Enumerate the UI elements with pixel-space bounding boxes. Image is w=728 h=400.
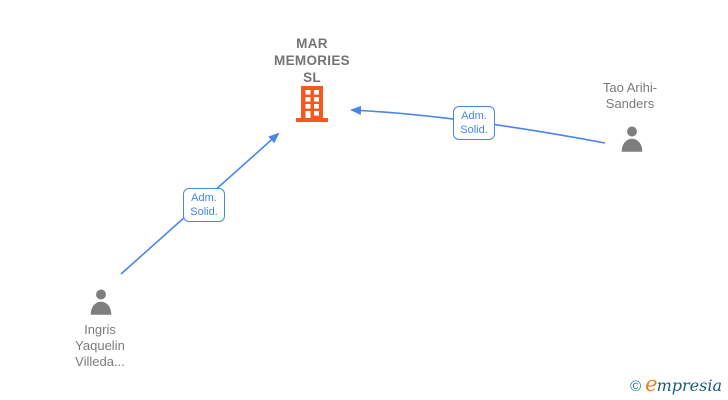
edge-label-adm-solid: Adm. Solid. [453,106,495,140]
brand-initial: e [645,372,658,396]
edge-label-adm-solid: Adm. Solid. [183,188,225,222]
empresia-logo[interactable]: © empresia [630,372,722,396]
company-name: MAR MEMORIES SL [274,36,350,85]
person-icon[interactable] [86,287,116,316]
person-name: Ingris Yaquelin Villeda... [75,322,125,369]
person-icon[interactable] [617,124,647,153]
person-name: Tao Arihi-Sanders [602,80,658,111]
brand-rest: mpresia [656,376,722,395]
brand-wordmark: empresia [645,372,722,396]
building-icon[interactable] [295,85,329,123]
copyright-icon: © [630,378,642,395]
